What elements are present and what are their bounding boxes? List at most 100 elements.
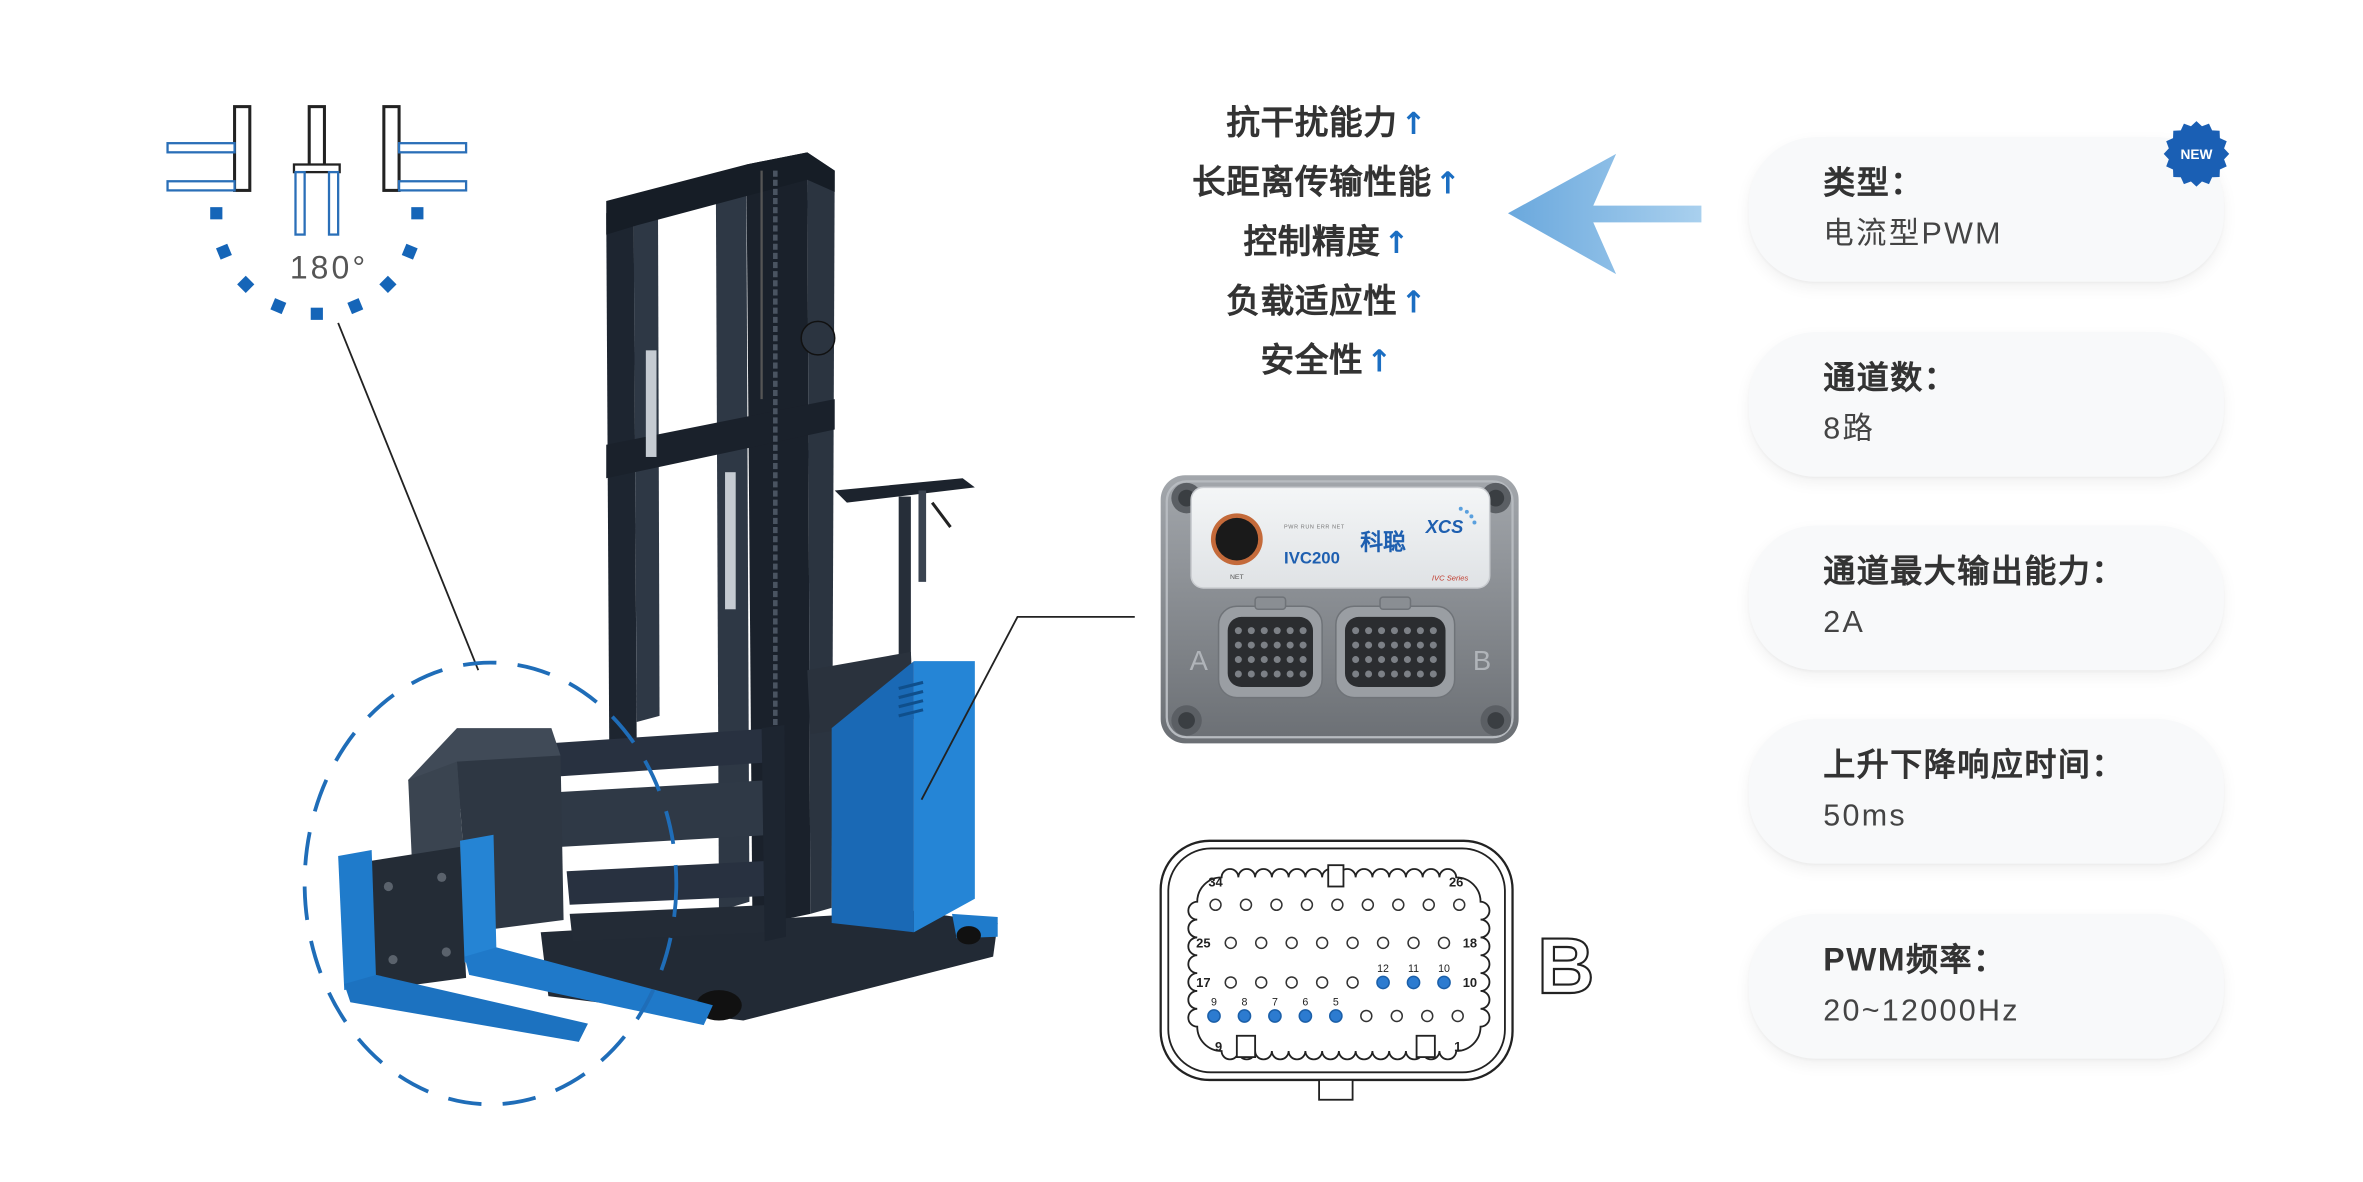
controller-bezel xyxy=(1165,480,1514,739)
fork-center-position-icon xyxy=(292,105,341,236)
connector-pin xyxy=(1390,627,1398,635)
pin-highlighted xyxy=(1376,975,1390,990)
screw-icon xyxy=(1487,712,1505,729)
pin-number-label: 6 xyxy=(1302,996,1308,1008)
connector-pin xyxy=(1390,641,1398,649)
connector-pin xyxy=(1403,670,1411,678)
fork-post xyxy=(382,105,401,192)
feature-label: 控制精度 xyxy=(1243,222,1381,261)
connector-pin xyxy=(1378,627,1386,635)
connector-pin xyxy=(1416,656,1424,664)
new-badge: NEW xyxy=(2163,121,2230,187)
connector-pin xyxy=(1299,670,1307,678)
controller-callout-line xyxy=(920,615,1135,801)
rotation-arc-dot xyxy=(210,207,223,220)
connector-pin xyxy=(1378,670,1386,678)
vent-slot xyxy=(898,699,924,709)
connector-a-label: A xyxy=(1190,645,1209,676)
connector-pin xyxy=(1403,656,1411,664)
pin-highlighted xyxy=(1406,975,1421,990)
lift-cylinder xyxy=(645,350,657,457)
spec-label: 通道最大输出能力： xyxy=(1823,554,2125,590)
connector-pin xyxy=(1365,670,1373,678)
pin xyxy=(1315,936,1329,950)
feature-label: 负载适应性 xyxy=(1226,281,1398,320)
pin-label-17: 17 xyxy=(1196,975,1210,990)
fork-rotation-diagram: 180° xyxy=(166,105,480,671)
connector-pin xyxy=(1299,627,1307,635)
fork-right-position-icon xyxy=(382,105,468,192)
pin-number-label: 11 xyxy=(1408,963,1419,975)
rotation-arc-dot xyxy=(411,207,424,220)
rotation-arc-dot xyxy=(215,243,232,260)
pin-label-26: 26 xyxy=(1449,875,1463,890)
rotation-arc-dot xyxy=(401,243,418,260)
pin-label-10: 10 xyxy=(1463,975,1477,990)
fork-left-position-icon xyxy=(166,105,252,192)
rotation-angle-label: 180° xyxy=(290,250,368,286)
pin xyxy=(1331,898,1344,912)
connector-pin xyxy=(1416,670,1424,678)
spec-label: 通道数： xyxy=(1823,360,1958,397)
connector-pin xyxy=(1234,670,1242,678)
fork-tine xyxy=(464,947,713,1026)
pin xyxy=(1315,976,1329,989)
pin-label-9: 9 xyxy=(1215,1039,1222,1054)
spec-value: 50ms xyxy=(1823,799,1907,834)
up-arrow-icon: ↑ xyxy=(1366,342,1393,380)
spec-value: 20~12000Hz xyxy=(1823,994,2020,1029)
indicator-labels: PWR RUN ERR NET xyxy=(1284,525,1345,531)
connector-pin xyxy=(1260,627,1268,635)
spec-card-type: 类型： 电流型PWM xyxy=(1748,137,2224,282)
carriage-end-plate xyxy=(761,725,786,942)
connector-pin xyxy=(1352,641,1360,649)
mast-mid-crossbar xyxy=(606,399,835,479)
connector-pin xyxy=(1352,627,1360,635)
pin xyxy=(1254,936,1268,950)
controller-series: IVC Series xyxy=(1432,573,1469,582)
mast-rail xyxy=(606,204,637,753)
pin-highlighted xyxy=(1207,1009,1221,1023)
pin-highlighted xyxy=(1437,975,1451,990)
vent-slot xyxy=(898,708,924,718)
pin xyxy=(1224,936,1237,950)
pinout-inner-outline xyxy=(1167,847,1506,1074)
vent-slot xyxy=(898,680,924,690)
left-arrow-icon xyxy=(1507,153,1702,275)
pin-label-25: 25 xyxy=(1196,935,1210,950)
fork-upright xyxy=(460,834,497,963)
rotation-arc-dot xyxy=(379,275,397,293)
pinout-row-labels: 34 26 25 18 17 10 9 1 xyxy=(1196,875,1477,1055)
net-port xyxy=(1215,517,1259,561)
connector-pin xyxy=(1378,656,1386,664)
up-arrow-icon: ↑ xyxy=(1435,164,1462,202)
pin-highlighted xyxy=(1237,1009,1252,1023)
pinout-seal-border xyxy=(1187,868,1491,1061)
connector-pin xyxy=(1286,670,1294,678)
connector-pin xyxy=(1247,670,1255,678)
mast-side-channel xyxy=(807,152,835,914)
connector-pin xyxy=(1286,627,1294,635)
controller-label-panel xyxy=(1190,486,1491,589)
feature-label: 抗干扰能力 xyxy=(1226,103,1398,142)
pinout-bottom-tab xyxy=(1318,1079,1354,1101)
lift-cylinder xyxy=(725,472,736,610)
controller-model: IVC200 xyxy=(1284,549,1340,568)
connector-pin xyxy=(1260,641,1268,649)
pin-number-label: 10 xyxy=(1438,963,1450,975)
connector-a xyxy=(1217,596,1323,699)
connector-socket xyxy=(1227,616,1313,687)
connector-pin xyxy=(1429,627,1437,635)
body-left-face xyxy=(831,661,914,933)
pinout-connector-letter: B xyxy=(1537,921,1594,1010)
connector-latch xyxy=(1254,596,1287,611)
console-post xyxy=(918,490,927,582)
body-vents xyxy=(898,680,924,718)
rotation-arc xyxy=(210,207,424,320)
fork-tine xyxy=(166,142,236,154)
feature-label: 长距离传输性能 xyxy=(1192,162,1432,202)
spec-label: PWM频率： xyxy=(1823,942,2007,978)
